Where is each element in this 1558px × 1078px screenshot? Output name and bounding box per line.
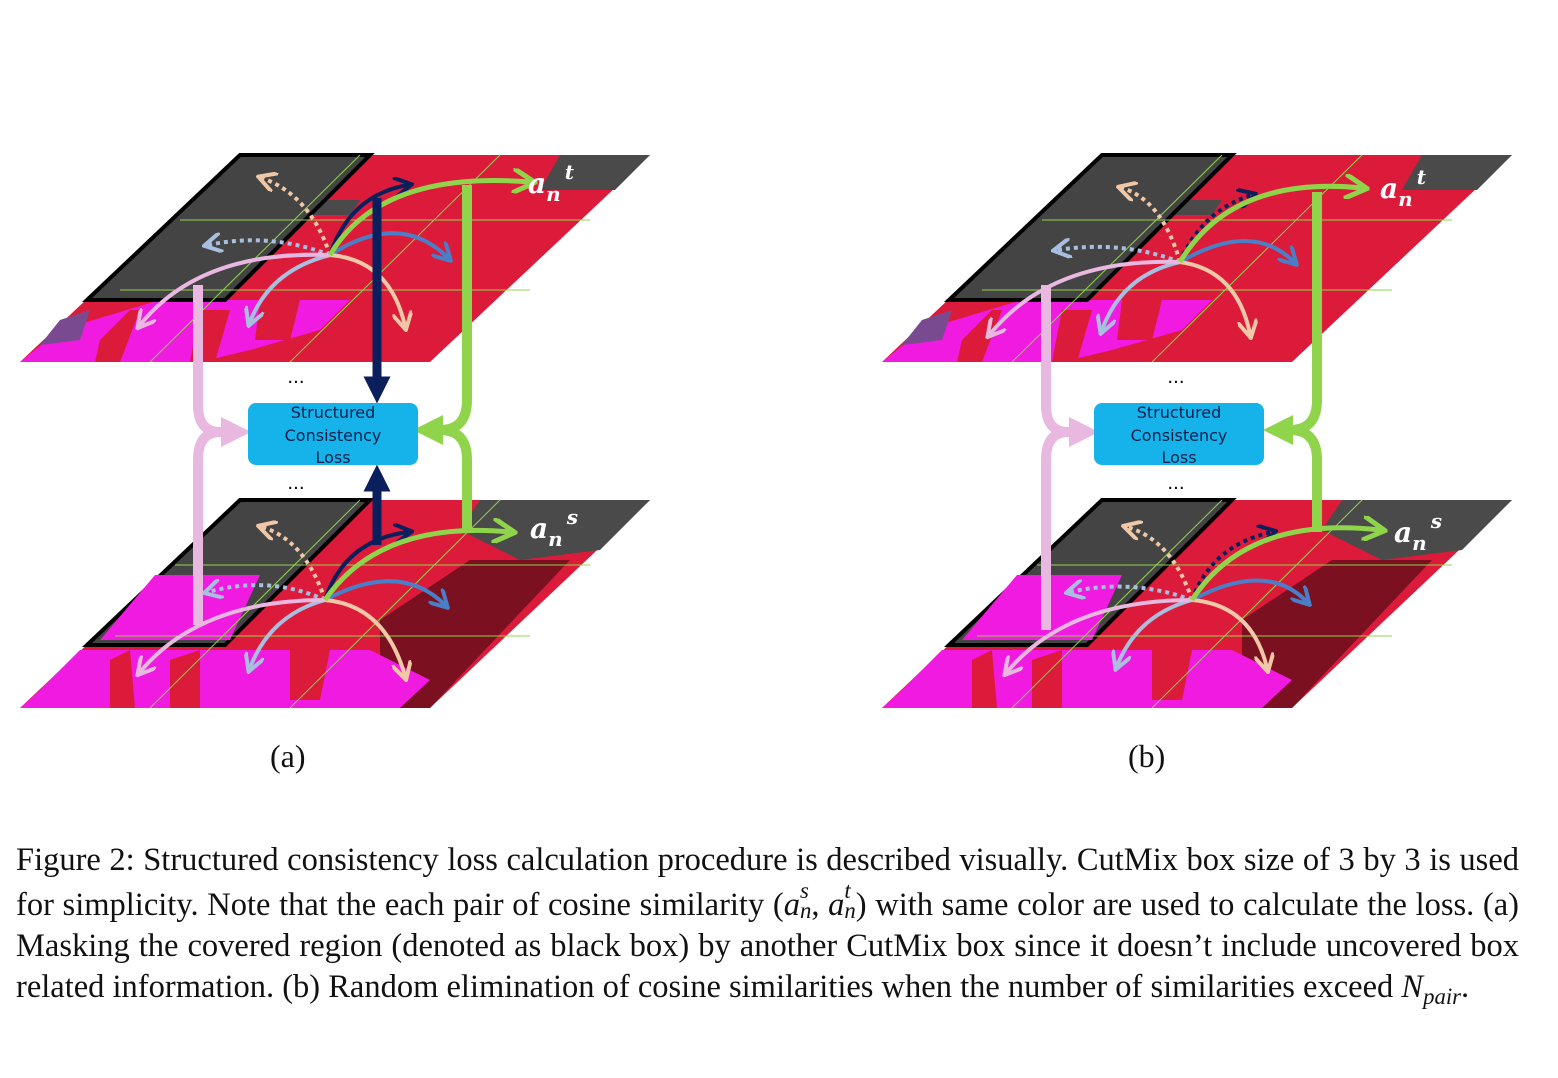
math-n-pair: Npair <box>1401 969 1462 1009</box>
similarity-arrows-bottom <box>1007 527 1380 672</box>
loss-box-line1: Structured <box>291 403 376 422</box>
caption-text-2: ) with same color are used to calculate … <box>16 887 1520 1006</box>
an-t-label: ant <box>1380 165 1427 211</box>
ellipsis-bottom: ... <box>1167 473 1184 494</box>
panel-a-label: (a) <box>270 738 306 774</box>
an-s-label: ans <box>1394 509 1442 555</box>
similarity-arrows-bottom <box>140 527 510 676</box>
loss-box <box>1094 403 1264 465</box>
caption-text-1: Figure 2: Structured consistency loss ca… <box>16 842 1519 924</box>
an-s-label: ans <box>530 505 578 551</box>
loss-box-line1: Structured <box>1137 403 1222 422</box>
green-brace <box>439 185 472 532</box>
loss-box-line2: Consistency <box>285 426 382 445</box>
panel-a: Structured Consistency Loss ... ... ant … <box>18 153 652 710</box>
loss-box-line2: Consistency <box>1131 426 1228 445</box>
panel-b-label: (b) <box>1128 738 1166 774</box>
figure-caption: Figure 2: Structured consistency loss ca… <box>16 842 1520 1009</box>
loss-box <box>248 403 418 465</box>
similarity-arrows-top <box>990 186 1362 334</box>
ellipsis-top: ... <box>1167 367 1184 388</box>
an-t-label: ant <box>528 160 575 206</box>
panel-b: Structured Consistency Loss ... ... ant … <box>880 153 1514 710</box>
green-brace <box>1289 192 1322 532</box>
figure-diagram: Structured Consistency Loss ... ... ant … <box>18 153 1514 710</box>
loss-box-line3: Loss <box>315 448 350 467</box>
ellipsis-bottom: ... <box>287 473 304 494</box>
ellipsis-top: ... <box>287 367 304 388</box>
similarity-arrows-top <box>140 178 530 326</box>
loss-box-line3: Loss <box>1161 448 1196 467</box>
